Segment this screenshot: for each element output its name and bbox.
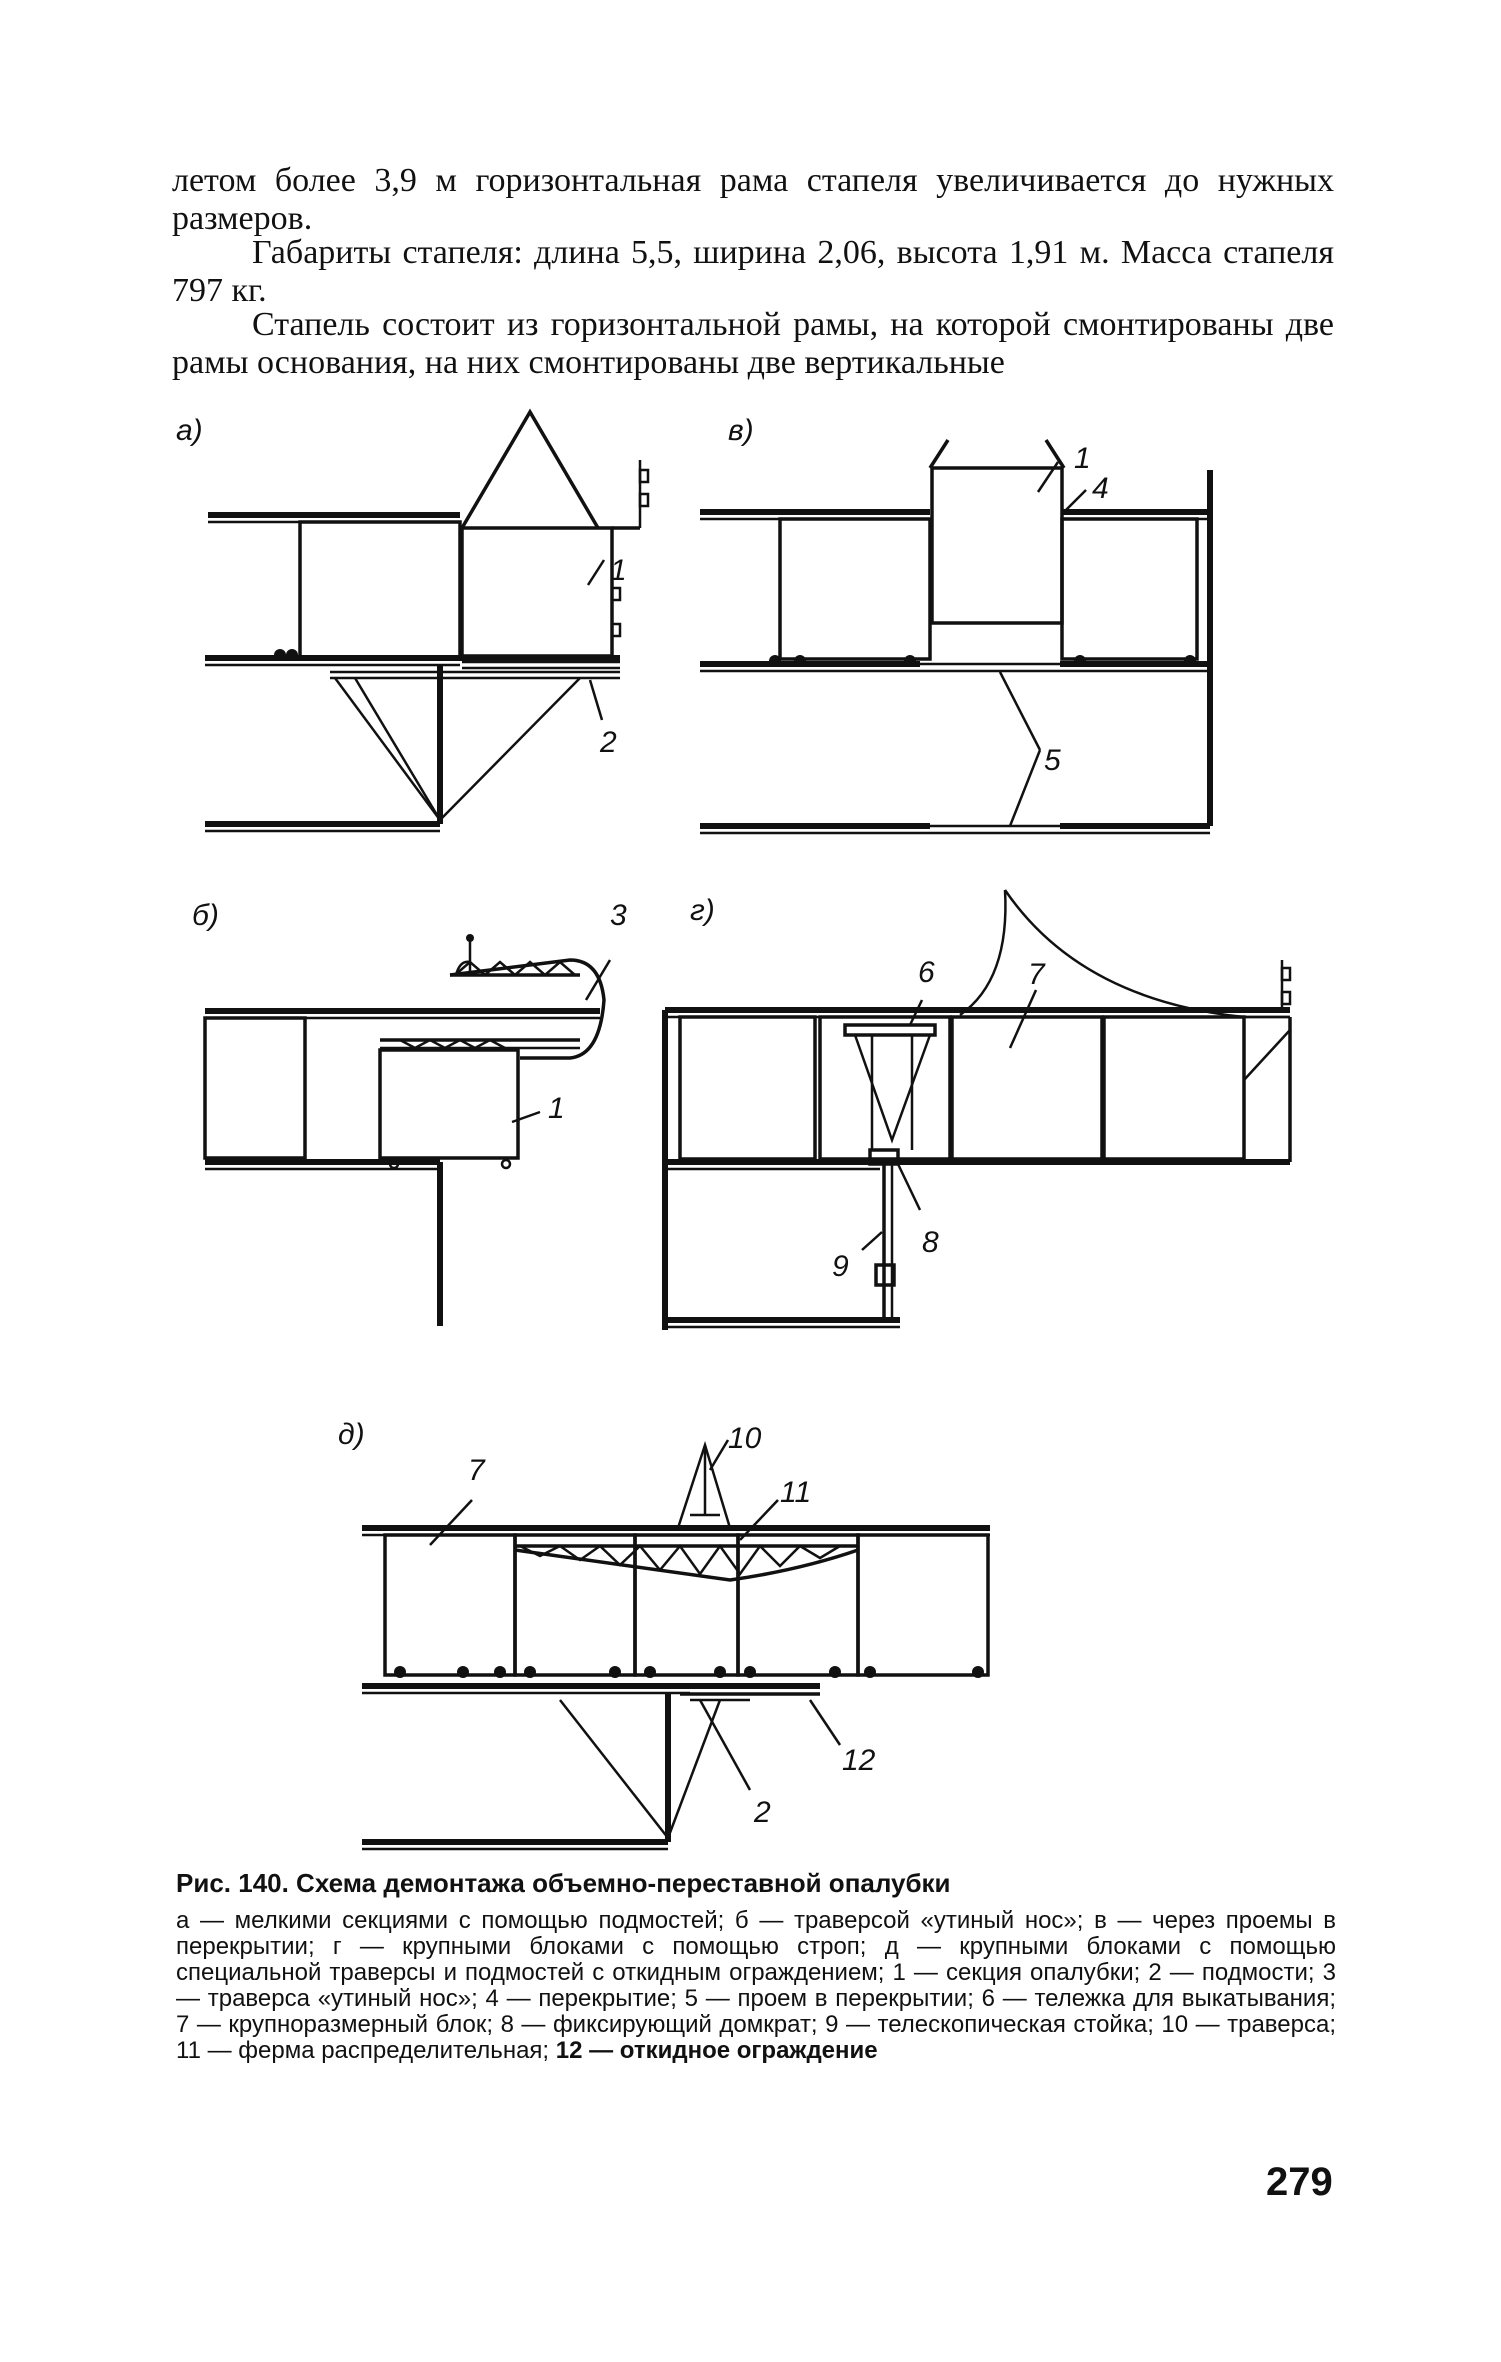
figure-caption-body: а — мелкими секциями с помощью подмостей… (176, 1908, 1336, 2064)
figure-140: а) 1 2 (176, 408, 1292, 1851)
callout-8-g: 8 (922, 1226, 939, 1259)
caption-legend-last: 12 — откидное ограждение (555, 2037, 878, 2064)
panel-a: а) 1 2 (176, 408, 650, 833)
callout-5-v: 5 (1044, 744, 1061, 777)
callout-10-d: 10 (728, 1422, 762, 1455)
paragraph-3: Стапель состоит из горизонтальной рамы, … (172, 306, 1334, 381)
figure-caption-title: Рис. 140. Схема демонтажа объемно-перест… (176, 1868, 951, 1898)
callout-2-d: 2 (753, 1796, 771, 1829)
callout-2-a: 2 (599, 726, 617, 759)
panel-label-a: а) (176, 414, 203, 447)
panel-label-d: д) (338, 1418, 365, 1451)
panel-label-v: в) (728, 414, 754, 447)
panel-label-b: б) (192, 899, 219, 932)
panel-label-g: г) (690, 894, 715, 927)
page-number: 279 (1266, 2160, 1333, 2204)
callout-1-a: 1 (610, 554, 627, 587)
callout-7-g: 7 (1028, 958, 1046, 991)
callout-1-v: 1 (1074, 442, 1091, 475)
callout-6-g: 6 (918, 956, 935, 989)
callout-1-b: 1 (548, 1092, 565, 1125)
panel-g: г) 6 (662, 889, 1292, 1330)
callout-4-v: 4 (1092, 472, 1109, 505)
callout-3-b: 3 (610, 899, 627, 932)
panel-b: б) 3 1 (192, 899, 627, 1326)
callout-7-d: 7 (468, 1454, 486, 1487)
callout-12-d: 12 (842, 1744, 876, 1777)
callout-11-d: 11 (780, 1476, 811, 1509)
caption-legend: а — мелкими секциями с помощью подмостей… (176, 1907, 1336, 2064)
panel-d: д) 10 11 7 (338, 1418, 990, 1851)
panel-v: в) 1 4 5 (700, 414, 1213, 835)
callout-9-g: 9 (832, 1250, 849, 1283)
paragraph-2: Габариты стапеля: длина 5,5, ширина 2,06… (172, 234, 1334, 309)
paragraph-1: летом более 3,9 м горизонтальная рама ст… (172, 162, 1334, 237)
